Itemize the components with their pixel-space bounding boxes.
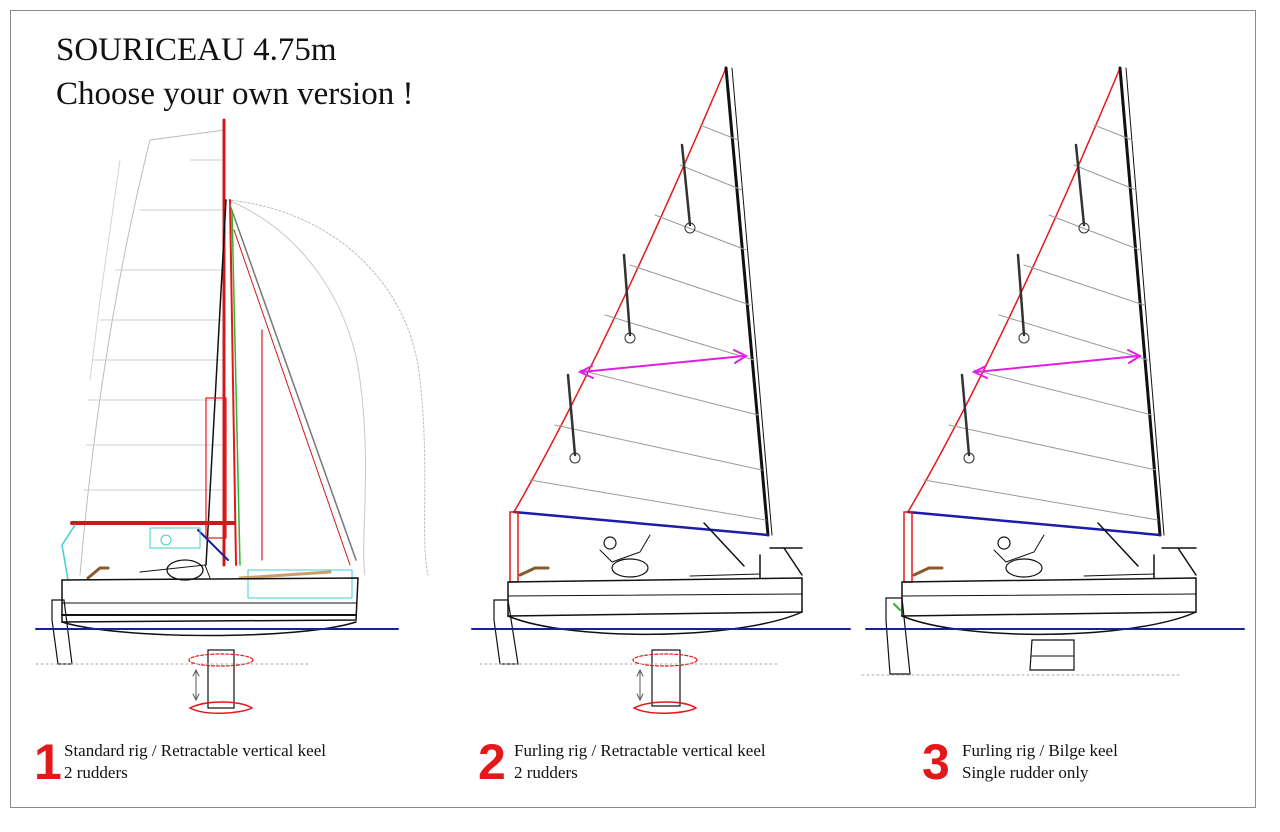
version-1-description: Standard rig / Retractable vertical keel… [64, 740, 326, 784]
version-2-caption: 2 Furling rig / Retractable vertical kee… [478, 734, 838, 794]
version-3-drawing [861, 66, 1245, 676]
version-3-number: 3 [922, 734, 950, 790]
version-1-number: 1 [34, 734, 62, 790]
version-1-drawing [35, 118, 429, 715]
version-3-line-2: Single rudder only [962, 763, 1089, 782]
version-2-description: Furling rig / Retractable vertical keel … [514, 740, 766, 784]
version-3-caption: 3 Furling rig / Bilge keel Single rudder… [922, 734, 1222, 794]
version-1-line-1: Standard rig / Retractable vertical keel [64, 741, 326, 760]
page-title: SOURICEAU 4.75m Choose your own version … [56, 28, 413, 116]
version-3-line-1: Furling rig / Bilge keel [962, 741, 1118, 760]
version-2-line-1: Furling rig / Retractable vertical keel [514, 741, 766, 760]
title-line-1: SOURICEAU 4.75m [56, 32, 337, 68]
version-2-line-2: 2 rudders [514, 763, 578, 782]
version-2-drawing [471, 66, 851, 715]
version-2-number: 2 [478, 734, 506, 790]
drawing-frame [10, 10, 1256, 808]
version-1-caption: 1 Standard rig / Retractable vertical ke… [34, 734, 394, 794]
version-1-line-2: 2 rudders [64, 763, 128, 782]
title-line-2: Choose your own version ! [56, 76, 414, 112]
version-3-description: Furling rig / Bilge keel Single rudder o… [962, 740, 1118, 784]
